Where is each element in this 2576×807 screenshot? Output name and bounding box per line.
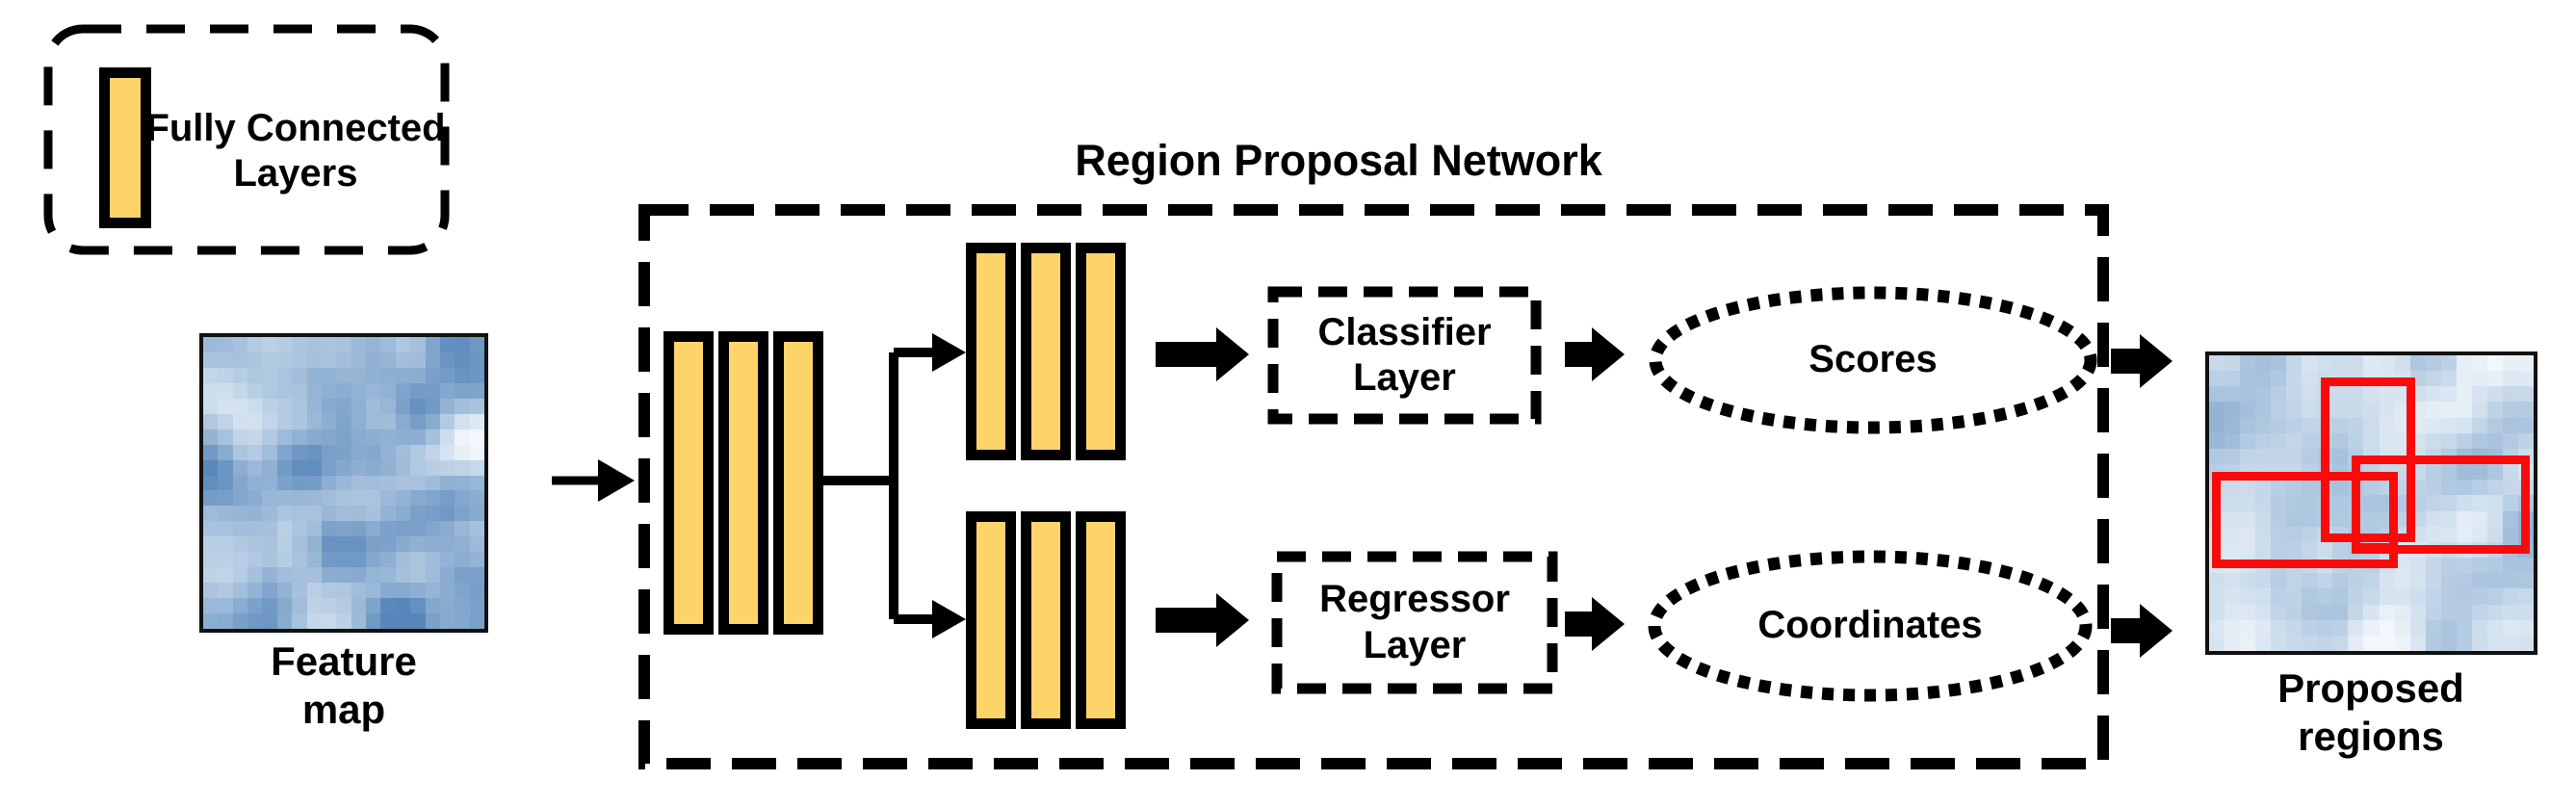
coordinates-label-text: Coordinates (1757, 604, 1983, 647)
split-connector (823, 333, 966, 638)
arrow-right-icon (932, 333, 966, 372)
feature-map-caption-line1: Feature (271, 638, 417, 684)
feature-map-image (199, 333, 488, 633)
classifier-label-line2: Layer (1353, 356, 1456, 399)
coordinates-label: Coordinates (1654, 557, 2086, 695)
regressor-label-line2: Layer (1363, 623, 1467, 666)
fc-layer-bar (1021, 511, 1071, 729)
arrow-right-icon (1565, 327, 1625, 381)
legend-label-line2: Layers (233, 152, 358, 195)
fc-layer-bar (773, 331, 823, 635)
classifier-layer-label: Classifier Layer (1273, 292, 1536, 419)
feature-map-caption-line2: map (301, 686, 386, 732)
fc-layer-bar (664, 331, 714, 635)
arrow-right-icon (2111, 334, 2173, 388)
feature-map-caption: Feature map (175, 638, 512, 733)
scores-ellipse (1649, 286, 2097, 434)
arrow-right-icon (1156, 327, 1249, 381)
coordinates-ellipse (1648, 550, 2093, 702)
rpn-title: Region Proposal Network (953, 133, 1724, 189)
proposed-regions-caption: Proposed regions (2202, 664, 2539, 760)
legend-label-line1: Fully Connected (145, 106, 446, 149)
legend-label: Fully Connected Layers (145, 89, 445, 214)
arrow-right-icon (1565, 597, 1625, 651)
regressor-label-line1: Regressor (1319, 578, 1510, 621)
classifier-label-line1: Classifier (1317, 310, 1492, 353)
proposed-regions-caption-line2: regions (2298, 713, 2444, 759)
proposed-regions-caption-line1: Proposed (2277, 665, 2464, 711)
fc-layer-bar (1076, 511, 1126, 729)
fc-layer-bar (718, 331, 768, 635)
regressor-layer-label: Regressor Layer (1277, 557, 1552, 689)
proposed-regions-image (2205, 351, 2537, 655)
scores-label: Scores (1655, 293, 2091, 428)
arrow-right-icon (1156, 593, 1249, 647)
classifier-layer-box (1267, 286, 1542, 425)
arrow-right-icon (552, 459, 635, 502)
rpn-title-text: Region Proposal Network (1075, 136, 1602, 186)
scores-label-text: Scores (1808, 338, 1938, 381)
fc-layer-bar (966, 243, 1016, 460)
region-proposal-network-box (638, 204, 2109, 769)
legend-box (43, 24, 450, 255)
legend-fully-connected-bar-icon (99, 67, 151, 228)
arrow-right-icon (2111, 604, 2173, 658)
fc-layer-bar (1021, 243, 1071, 460)
proposed-region-box (2352, 472, 2398, 552)
fc-layer-bar (1076, 243, 1126, 460)
regressor-layer-box (1271, 551, 1558, 694)
fc-layer-bar (966, 511, 1016, 729)
arrow-right-icon (932, 600, 966, 638)
